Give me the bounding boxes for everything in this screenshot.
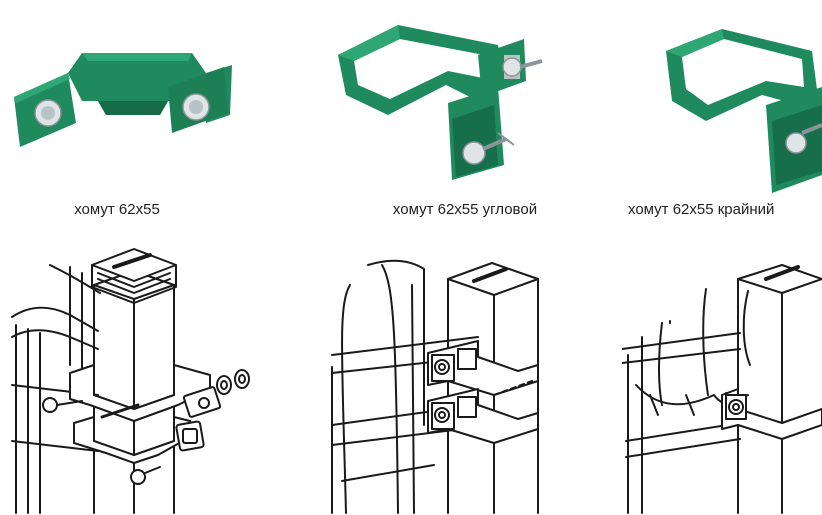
assembly-drawing-corner: [328, 245, 568, 515]
caption-clamp-corner: хомут 62x55 угловой: [392, 201, 538, 218]
clamp-flat-icon: [14, 53, 232, 147]
caption-clamp-end: хомут 62x55 крайний: [628, 201, 775, 218]
post-corner-clamp-assembly-icon: [331, 259, 539, 514]
assembly-drawing-flat: [10, 245, 260, 515]
clamp-flat-photo: [10, 35, 235, 150]
post-end-clamp-assembly-icon: [622, 264, 822, 514]
clamp-end-icon: [666, 29, 822, 193]
clamp-corner-photo: [328, 15, 558, 190]
clamp-end-photo: [662, 25, 822, 195]
clamp-corner-icon: [338, 25, 543, 180]
caption-clamp-flat: хомут 62x55: [74, 201, 160, 218]
post-clamp-assembly-exploded-icon: [11, 248, 250, 514]
assembly-drawing-end: [622, 245, 822, 515]
